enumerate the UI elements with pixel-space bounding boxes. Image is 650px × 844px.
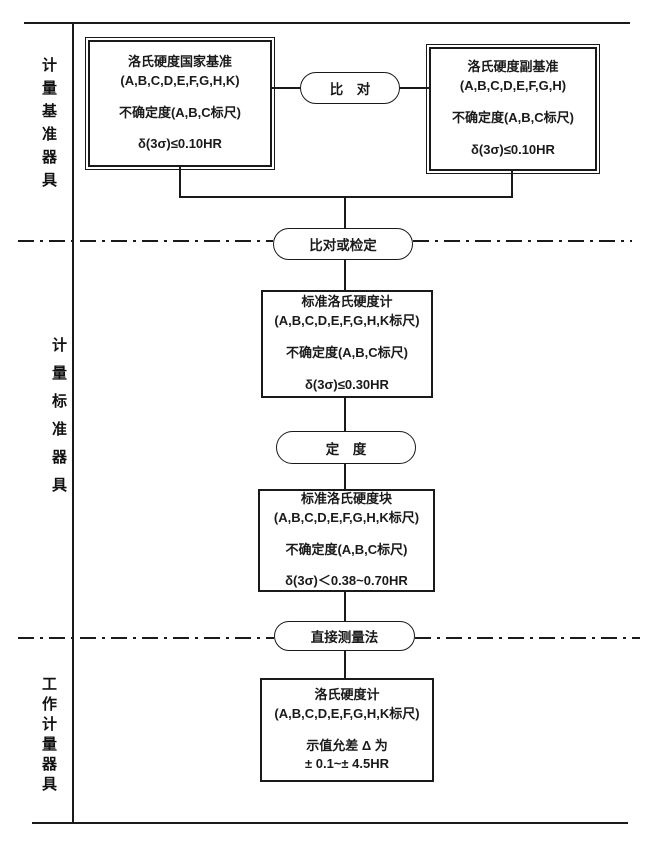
node-national-standard: 洛氏硬度国家基准 (A,B,C,D,E,F,G,H,K) 不确定度(A,B,C标… (85, 37, 275, 170)
node-tolerance: δ(3σ)＜0.38~0.70HR (285, 573, 408, 589)
bottom-rule (32, 822, 628, 824)
connector-tester-to-grading (344, 397, 346, 432)
node-standard-block: 标准洛氏硬度块 (A,B,C,D,E,F,G,H,K标尺) 不确定度(A,B,C… (258, 489, 435, 592)
node-title: 标准洛氏硬度块 (300, 490, 392, 506)
node-uncertainty: 不确定度(A,B,C标尺) (285, 541, 408, 557)
node-working-tester: 洛氏硬度计 (A,B,C,D,E,F,G,H,K标尺) 示值允差 Δ 为 ± 0… (260, 678, 434, 782)
node-allowed-error-label: 示值允差 Δ 为 (306, 737, 388, 753)
oval-grading: 定 度 (276, 431, 416, 464)
oval-compare-or-verify: 比对或检定 (273, 228, 413, 260)
node-title: 洛氏硬度副基准 (467, 59, 559, 75)
connector-direct-to-worktester (344, 650, 346, 679)
node-uncertainty: 不确定度(A,B,C标尺) (285, 345, 409, 360)
top-rule (24, 22, 630, 24)
connector-grading-to-block (344, 463, 346, 490)
node-standard-tester: 标准洛氏硬度计 (A,B,C,D,E,F,G,H,K标尺) 不确定度(A,B,C… (261, 290, 433, 398)
section-label-reference-instruments: 计量基准器具 (40, 57, 57, 195)
left-rule (72, 22, 74, 824)
node-title: 标准洛氏硬度计 (301, 294, 393, 310)
connector-block-to-direct (344, 591, 346, 622)
connector-verify-to-tester (344, 259, 346, 291)
node-scales: (A,B,C,D,E,F,G,H,K标尺) (274, 705, 420, 721)
node-title: 洛氏硬度计 (314, 686, 380, 702)
node-allowed-error-value: ± 0.1~± 4.5HR (304, 756, 389, 772)
connector-national-down (179, 167, 181, 198)
node-scales: (A,B,C,D,E,F,G,H,K) (120, 72, 240, 88)
node-tolerance: δ(3σ)≤0.30HR (305, 376, 389, 392)
separator-top-right (413, 240, 632, 242)
node-secondary-standard: 洛氏硬度副基准 (A,B,C,D,E,F,G,H) 不确定度(A,B,C标尺) … (426, 44, 600, 174)
node-title: 洛氏硬度国家基准 (127, 53, 232, 69)
section-label-standard-instruments: 计量标准器具 (50, 337, 67, 505)
node-scales: (A,B,C,D,E,F,G,H,K标尺) (274, 313, 420, 329)
section-label-working-instruments: 工作计量器具 (40, 676, 57, 796)
connector-compare-to-secondary (398, 87, 429, 89)
connector-bus (179, 196, 513, 198)
node-uncertainty: 不确定度(A,B,C标尺) (118, 104, 242, 120)
connector-bus-to-verify (344, 196, 346, 229)
connector-secondary-down (511, 171, 513, 198)
separator-top-left (18, 240, 273, 242)
connector-national-to-compare (272, 87, 302, 89)
oval-compare: 比 对 (300, 72, 400, 104)
node-tolerance: δ(3σ)≤0.10HR (138, 136, 222, 152)
node-uncertainty: 不确定度(A,B,C标尺) (451, 110, 575, 125)
node-tolerance: δ(3σ)≤0.10HR (471, 141, 555, 157)
separator-bottom-right (415, 637, 640, 639)
node-scales: (A,B,C,D,E,F,G,H) (459, 78, 567, 94)
node-scales: (A,B,C,D,E,F,G,H,K标尺) (273, 509, 420, 525)
separator-bottom-left (18, 637, 274, 639)
oval-direct-measurement: 直接测量法 (274, 621, 415, 651)
